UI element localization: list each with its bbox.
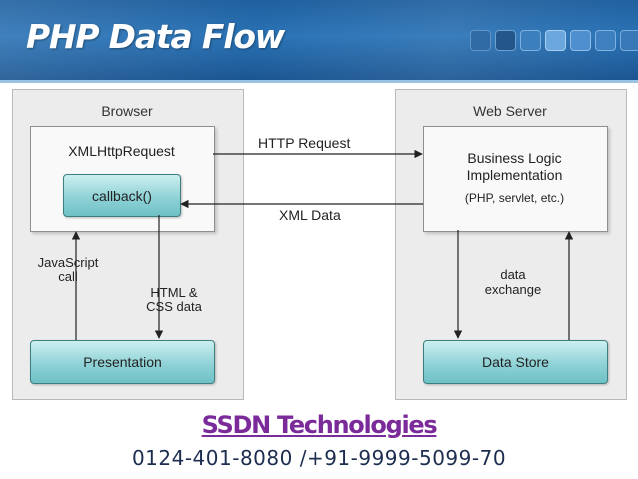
slide-header: PHP Data Flow [0,0,638,80]
data-exchange-label-line1: data [500,267,526,282]
javascript-call-label-line1: JavaScript [37,255,99,270]
javascript-call-label-line2: call [58,269,78,284]
business-logic-box [423,126,608,232]
presentation-box: Presentation [30,340,215,384]
html-css-label-line1: HTML & [150,285,198,300]
header-deco-square [595,30,616,51]
business-logic-line3: (PHP, servlet, etc.) [464,191,565,205]
callback-box: callback() [63,174,181,217]
header-deco-square [495,30,516,51]
xml-data-label: XML Data [279,207,341,223]
data-exchange-label-line2: exchange [484,282,542,297]
header-divider [0,80,638,83]
contact-phone: 0124-401-8080 /+91-9999-5099-70 [131,446,507,470]
header-deco-square [570,30,591,51]
xmlhttprequest-label: XMLHttpRequest [68,143,175,159]
header-deco-square [470,30,491,51]
web-server-title: Web Server [473,103,547,119]
business-logic-line1: Business Logic [467,150,562,166]
company-name: SSDN Technologies [201,411,438,439]
business-logic-line2: Implementation [466,167,563,183]
header-deco-square [520,30,541,51]
browser-title: Browser [101,103,153,119]
html-css-label-line2: CSS data [146,299,202,314]
slide-title: PHP Data Flow [26,17,285,56]
http-request-label: HTTP Request [258,135,351,151]
header-deco-square [545,30,566,51]
header-deco-square [620,30,638,51]
data-store-box: Data Store [423,340,608,384]
